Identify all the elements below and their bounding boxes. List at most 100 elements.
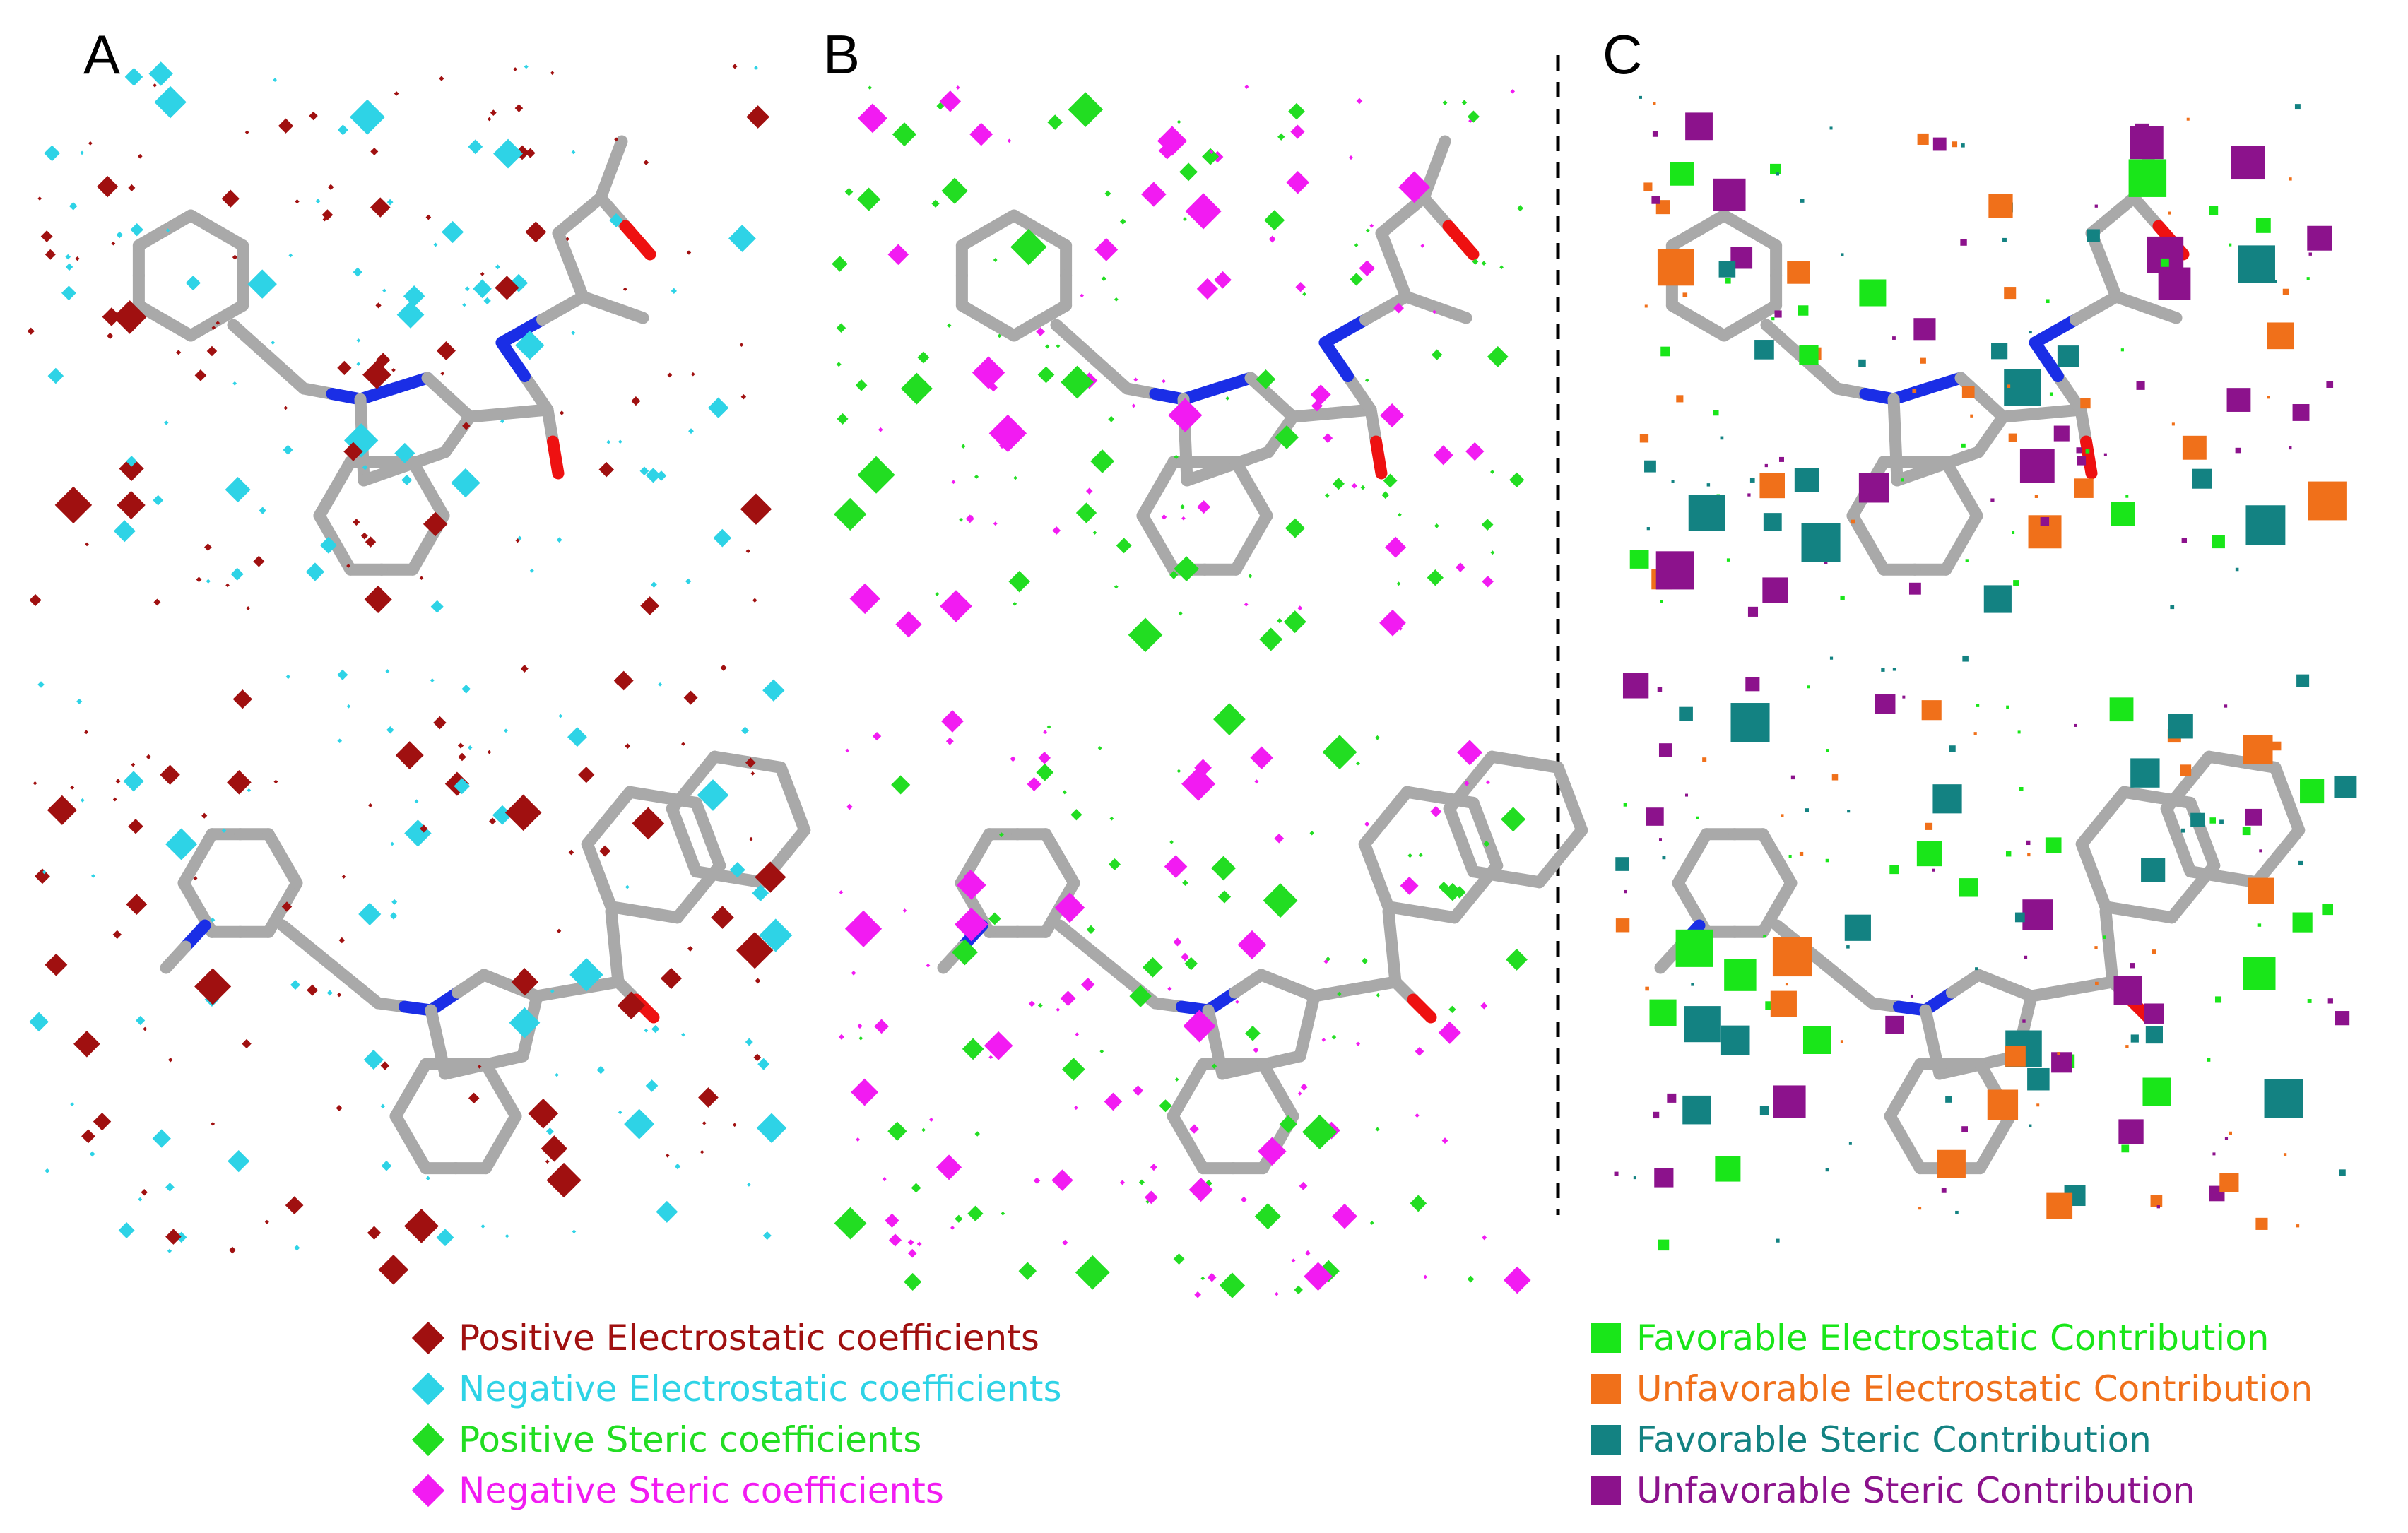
molecule-indazole-amide	[955, 135, 1480, 576]
contour-point	[632, 807, 665, 840]
contour-point	[480, 272, 485, 276]
contour-point	[1885, 1015, 1904, 1034]
contour-point	[941, 710, 964, 733]
contour-point	[2283, 1153, 2287, 1156]
contour-point	[1068, 92, 1104, 127]
contour-point	[885, 1213, 899, 1228]
contour-point	[45, 1168, 50, 1173]
bond-stick	[1181, 460, 1234, 487]
contour-point	[126, 894, 148, 916]
contour-point	[740, 493, 772, 525]
contour-point	[1369, 223, 1374, 228]
contour-point	[2014, 912, 2025, 923]
contour-point	[2074, 478, 2094, 498]
contour-point	[1275, 425, 1299, 449]
contour-point	[2017, 730, 2021, 734]
contour-point	[624, 1108, 655, 1140]
contour-point	[1264, 210, 1285, 231]
contour-point	[1851, 519, 1855, 524]
contour-point	[117, 490, 146, 520]
contour-point	[1075, 502, 1097, 523]
contour-point	[1713, 410, 1719, 416]
contour-point	[1892, 336, 1896, 340]
contour-point	[713, 528, 732, 548]
contour-point	[1427, 569, 1444, 586]
contour-point	[965, 514, 974, 523]
contour-point	[386, 726, 394, 734]
contour-point	[1062, 790, 1067, 795]
contour-point	[1300, 1083, 1308, 1091]
contour-point	[115, 779, 121, 784]
bond-stick	[276, 852, 303, 889]
contour-point	[1173, 1253, 1185, 1265]
contour-point	[1615, 857, 1629, 871]
bond-stick	[1442, 220, 1480, 261]
contour-point	[382, 288, 386, 293]
contour-point	[651, 1024, 660, 1034]
contour-point	[368, 803, 373, 808]
contour-point	[2125, 1045, 2129, 1048]
contour-point	[1959, 878, 1978, 897]
contour-point	[2339, 1169, 2346, 1176]
contour-point	[1456, 562, 1465, 572]
contour-point	[1858, 359, 1866, 367]
contour-point	[732, 64, 738, 69]
contour-point	[1310, 384, 1331, 406]
contour-point	[732, 1123, 737, 1127]
contour-point	[1277, 133, 1285, 141]
contour-point	[1185, 193, 1222, 230]
diamond-marker-icon	[411, 1372, 445, 1406]
contour-point	[962, 1038, 984, 1060]
contour-point	[892, 122, 916, 147]
contour-point	[1051, 1169, 1073, 1191]
contour-point	[123, 771, 144, 792]
contour-point	[550, 71, 555, 76]
contour-point	[2267, 396, 2270, 399]
contour-point	[116, 231, 123, 239]
contour-point	[1688, 495, 1725, 531]
contour-point	[2207, 1058, 2211, 1062]
contour-point	[988, 1055, 993, 1060]
contour-point	[1481, 519, 1494, 531]
contour-point	[1908, 582, 1921, 595]
contour-point	[1259, 627, 1283, 651]
contour-point	[467, 745, 473, 750]
contour-point	[681, 1032, 685, 1037]
contour-point	[1517, 205, 1524, 212]
contour-point	[1691, 983, 1694, 986]
contour-point	[1295, 282, 1306, 292]
contour-point	[1684, 793, 1689, 797]
contour-point	[700, 1149, 704, 1154]
contour-point	[2029, 331, 2032, 334]
contour-point	[2170, 605, 2175, 610]
contour-point	[487, 750, 492, 754]
contour-point	[1644, 304, 1648, 308]
contour-point	[2057, 345, 2079, 367]
contour-point	[1167, 986, 1172, 991]
contour-point	[336, 992, 342, 998]
legend-item-positive-electrostatic: Positive Electrostatic coefficients	[411, 1313, 1062, 1363]
contour-point	[888, 1233, 902, 1247]
contour-point	[1509, 472, 1525, 487]
contour-point	[2007, 384, 2011, 389]
contour-point	[1400, 876, 1419, 895]
contour-point	[1109, 858, 1121, 870]
contour-point	[490, 110, 497, 117]
legend-item-favorable-electrostatic: Favorable Electrostatic Contribution	[1591, 1313, 2313, 1363]
contour-point	[1763, 513, 1782, 531]
contour-point	[1499, 265, 1504, 270]
contour-point	[2121, 1144, 2130, 1153]
contour-point	[2053, 425, 2070, 442]
contour-point	[1092, 531, 1097, 535]
contour-point	[394, 442, 415, 463]
contour-point	[1013, 601, 1017, 606]
contour-point	[907, 1239, 914, 1245]
contour-point	[974, 1131, 980, 1137]
contour-point	[403, 1208, 439, 1243]
contour-point	[1322, 735, 1357, 770]
contour-point	[1941, 1188, 1947, 1193]
legend-item-positive-steric: Positive Steric coefficients	[411, 1414, 1062, 1465]
contour-point	[285, 1196, 304, 1214]
contour-point	[2229, 243, 2232, 247]
contour-point	[1360, 485, 1366, 490]
